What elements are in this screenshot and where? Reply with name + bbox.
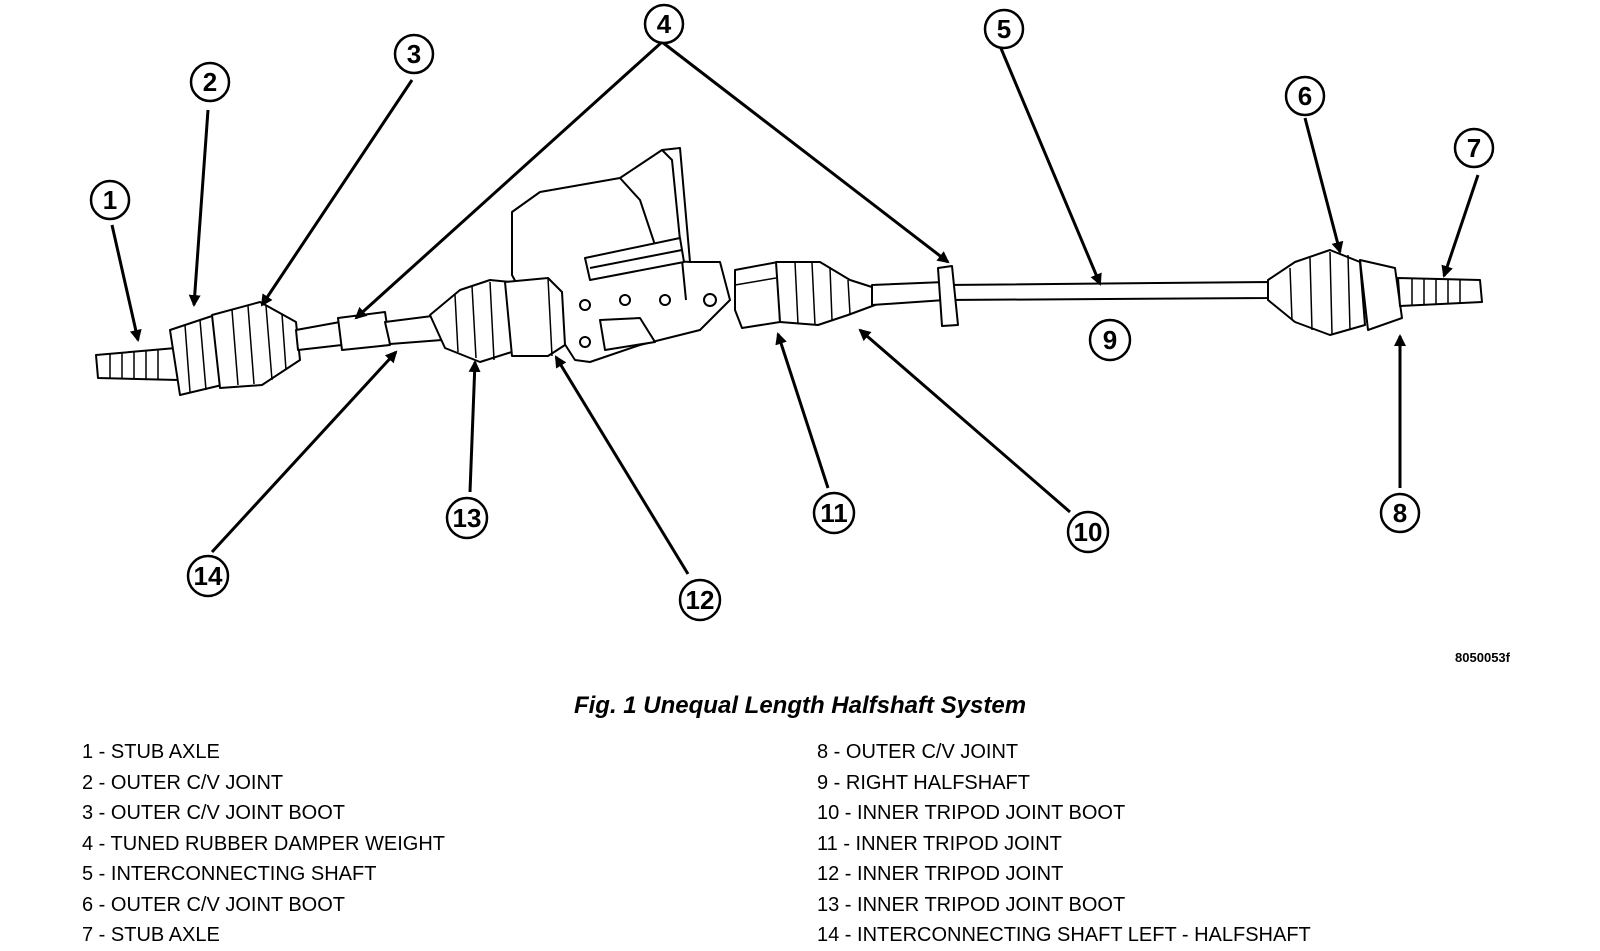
right-halfshaft (871, 281, 1271, 306)
legend-item: 9 - RIGHT HALFSHAFT (817, 771, 1030, 794)
legend-item: 6 - OUTER C/V JOINT BOOT (82, 893, 345, 916)
callout-12: 12 (678, 578, 722, 622)
svg-text:4: 4 (657, 9, 672, 39)
svg-text:11: 11 (820, 498, 848, 528)
callout-13: 13 (445, 496, 489, 540)
left-stub-axle (95, 347, 179, 381)
legend-item: 7 - STUB AXLE (82, 924, 220, 946)
svg-text:13: 13 (453, 503, 482, 533)
callout-10: 10 (1066, 510, 1110, 554)
callout-2: 2 (189, 61, 231, 103)
left-outer-cv-boot (211, 301, 301, 389)
transaxle-housing (511, 147, 731, 363)
legend-item: 10 - INNER TRIPOD JOINT BOOT (817, 802, 1126, 824)
legend-left-column: 1 - STUB AXLE 2 - OUTER C/V JOINT 3 - OU… (82, 737, 445, 951)
leader-line-13 (468, 360, 481, 493)
figure-caption: Fig. 1 Unequal Length Halfshaft System (573, 692, 1027, 719)
legend-item: 4 - TUNED RUBBER DAMPER WEIGHT (82, 832, 445, 855)
left-interconnecting-shaft (295, 311, 443, 351)
callout-4: 4 (643, 3, 685, 45)
legend-item: 1 - STUB AXLE (82, 741, 220, 763)
leader-lines (110, 40, 1480, 575)
leader-line-10 (858, 328, 1071, 514)
svg-text:14: 14 (194, 561, 223, 591)
svg-text:8: 8 (1393, 498, 1407, 528)
callout-9: 9 (1088, 318, 1132, 362)
legend-item: 8 - OUTER C/V JOINT (817, 741, 1019, 763)
callout-7: 7 (1453, 127, 1495, 169)
right-inner-tripod-boot (775, 261, 876, 326)
legend-item: 2 - OUTER C/V JOINT (82, 771, 284, 794)
svg-text:7: 7 (1467, 133, 1481, 163)
callouts: 1 2 3 4 5 6 7 8 9 10 11 12 13 14 (89, 3, 1495, 622)
callout-11: 11 (812, 491, 856, 535)
svg-text:6: 6 (1298, 81, 1312, 111)
right-outer-cv-joint (1359, 259, 1403, 331)
svg-text:10: 10 (1074, 517, 1103, 547)
legend-item: 12 - INNER TRIPOD JOINT (817, 863, 1064, 885)
right-outer-cv-boot (1267, 249, 1366, 336)
left-inner-tripod-boot (429, 279, 519, 363)
svg-text:12: 12 (686, 585, 715, 615)
halfshaft-diagram: 1 2 3 4 5 6 7 8 9 10 11 12 13 14 (89, 3, 1495, 622)
legend-right-column: 8 - OUTER C/V JOINT 9 - RIGHT HALFSHAFT … (817, 737, 1311, 951)
callout-1: 1 (89, 179, 131, 221)
callout-6: 6 (1284, 75, 1326, 117)
right-inner-tripod-joint (734, 261, 781, 329)
figure-id: 8050053f (1455, 650, 1510, 665)
leader-line-3 (260, 79, 414, 307)
leader-line-12 (554, 355, 690, 575)
leader-line-6 (1303, 117, 1344, 254)
leader-line-14 (210, 350, 398, 554)
legend-item: 3 - OUTER C/V JOINT BOOT (82, 802, 345, 824)
callout-14: 14 (186, 554, 230, 598)
left-inner-tripod-joint (504, 277, 566, 357)
svg-text:9: 9 (1103, 325, 1117, 355)
leader-line-11 (775, 332, 830, 489)
legend-item: 14 - INTERCONNECTING SHAFT LEFT - HALFSH… (817, 924, 1311, 946)
leader-line-4b (661, 40, 950, 264)
svg-text:5: 5 (997, 14, 1011, 44)
leader-line-1 (110, 224, 142, 342)
legend-item: 5 - INTERCONNECTING SHAFT (82, 863, 377, 885)
right-stub-axle (1397, 277, 1483, 307)
callout-3: 3 (393, 33, 435, 75)
svg-text:2: 2 (203, 67, 217, 97)
leader-line-7 (1441, 174, 1480, 278)
legend-item: 11 - INNER TRIPOD JOINT (817, 832, 1062, 855)
leader-line-4a (354, 40, 664, 320)
svg-text:1: 1 (103, 185, 117, 215)
leader-line-2 (188, 109, 210, 307)
svg-text:3: 3 (407, 39, 421, 69)
callout-5: 5 (983, 8, 1025, 50)
callout-8: 8 (1379, 492, 1421, 534)
tuned-rubber-damper-weight (937, 265, 959, 327)
legend-item: 13 - INNER TRIPOD JOINT BOOT (817, 893, 1126, 916)
leader-line-5 (998, 45, 1102, 286)
